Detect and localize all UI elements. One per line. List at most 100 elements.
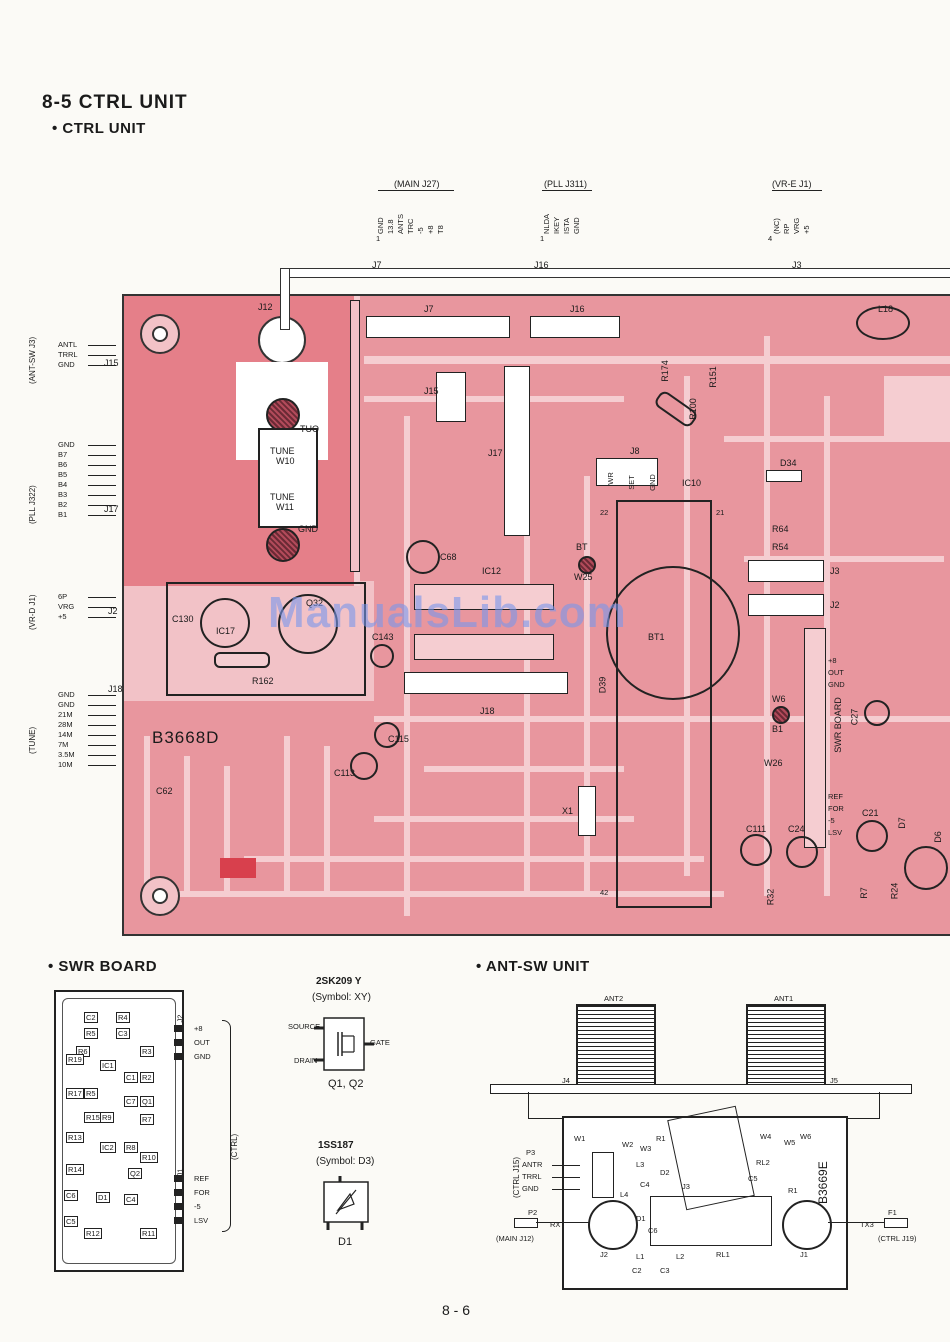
ic17-label: IC17	[216, 626, 236, 636]
pin-label: RP	[782, 223, 791, 234]
j7-connector	[366, 316, 510, 338]
pin-21-label: 21	[716, 508, 725, 517]
bt1-battery	[606, 566, 740, 700]
pin-label: GND	[572, 217, 581, 234]
pin-label: GND	[194, 1052, 211, 1061]
pin-label: FOR	[194, 1188, 210, 1197]
c24-label: C24	[788, 824, 805, 834]
pin-line	[88, 715, 116, 716]
pin-line	[88, 345, 116, 346]
swr-part-label: C7	[124, 1096, 138, 1107]
pin-line	[88, 465, 116, 466]
q32-label: Q32	[306, 598, 324, 608]
antsw-board-id: B3669E	[816, 1161, 830, 1204]
pin-dot	[174, 1189, 182, 1196]
swr-part-label: D1	[96, 1192, 110, 1203]
j4-label: J4	[562, 1076, 570, 1085]
pin-42-label: 42	[600, 888, 609, 897]
f1-label: F1	[888, 1208, 897, 1217]
ic10-label: IC10	[682, 478, 702, 488]
j8-connector	[596, 458, 658, 486]
for-label: FOR	[828, 804, 844, 813]
set-label: SET	[626, 475, 636, 490]
pin-label: 7M	[58, 740, 69, 749]
swr-part-label: C4	[124, 1194, 138, 1205]
pin-label: T8	[436, 225, 445, 234]
w2-label: W2	[622, 1140, 634, 1149]
gnd-pad	[266, 528, 300, 562]
w5-label: W5	[784, 1138, 796, 1147]
c115-capacitor	[374, 722, 400, 748]
ctrl-j15-label: (CTRL J15)	[512, 1156, 521, 1198]
pin-label: ISTA	[562, 217, 571, 234]
swr-part-label: R10	[140, 1152, 158, 1163]
rx-label: RX	[550, 1220, 561, 1229]
swr-part-label: R12	[84, 1228, 102, 1239]
connector-jack: J2	[108, 606, 118, 616]
pin-dot	[174, 1175, 182, 1182]
j3-label: J3	[830, 566, 840, 576]
ctrl-label: (CTRL)	[230, 1133, 239, 1160]
d34-label: D34	[780, 458, 797, 468]
pin-label: OUT	[194, 1038, 210, 1047]
q32-circle	[278, 594, 338, 654]
out-label: OUT	[828, 668, 844, 677]
diode-package-icon	[323, 1176, 369, 1230]
pin-line	[88, 765, 116, 766]
pin-line	[552, 1165, 580, 1166]
gnd-label: GND	[298, 524, 318, 534]
mounting-hole-center	[152, 326, 168, 342]
pin-label: B4	[58, 480, 68, 489]
gnd-label: GND	[828, 680, 845, 689]
ic17-circle	[200, 598, 250, 648]
pin-label: 3.5M	[58, 750, 75, 759]
mounting-hole-center	[152, 888, 168, 904]
ant1-connector	[746, 1004, 826, 1088]
tune-label: TUNE	[270, 446, 295, 456]
pin-line	[552, 1177, 580, 1178]
connector-jack: J3	[792, 260, 802, 270]
ic12-chip	[414, 584, 554, 610]
w6-label: W6	[772, 694, 786, 704]
c143-label: C143	[372, 632, 394, 642]
board-id: B3668D	[152, 728, 220, 747]
power-frame	[166, 582, 366, 696]
antsw-title: • ANT-SW UNIT	[476, 958, 590, 975]
pin-label: VRG	[792, 217, 801, 234]
swr-part-label: R5	[84, 1028, 98, 1039]
swr-part-label: R8	[124, 1142, 138, 1153]
pin-first: 1	[376, 234, 381, 243]
pin-label: -5	[416, 227, 425, 234]
swr-board-title: • SWR BOARD	[48, 958, 158, 975]
l2-label: L2	[676, 1252, 685, 1261]
w6-pad	[772, 706, 790, 724]
diode-name: 1SS187	[318, 1140, 354, 1151]
w3-label: W3	[640, 1144, 652, 1153]
pin-label: +5	[58, 612, 67, 621]
pin-label: NLDA	[542, 213, 551, 234]
c27-capacitor	[864, 700, 890, 726]
drain-label: DRAIN	[294, 1056, 318, 1065]
pin-line	[88, 597, 116, 598]
pin-dot	[174, 1053, 182, 1060]
j7-label: J7	[424, 304, 434, 314]
swr-part-label: R19	[66, 1054, 84, 1065]
c2-label: C2	[632, 1266, 642, 1275]
pin-dot	[174, 1025, 182, 1032]
connector-jack: J7	[372, 260, 382, 270]
w6-label: W6	[800, 1132, 812, 1141]
connector-title: (ANT-SW J3)	[28, 336, 37, 384]
coax-line-vertical	[280, 268, 290, 330]
pin-dot	[174, 1203, 182, 1210]
j2-connector	[748, 594, 824, 616]
b1-label: B1	[772, 724, 784, 734]
connector-jack: J18	[108, 684, 123, 694]
connector-title: (TUNE)	[28, 726, 37, 754]
c4-label: C4	[640, 1180, 650, 1189]
pin-label: GND	[58, 360, 75, 369]
swr-part-label: R5	[84, 1088, 98, 1099]
pin-line	[88, 365, 116, 366]
